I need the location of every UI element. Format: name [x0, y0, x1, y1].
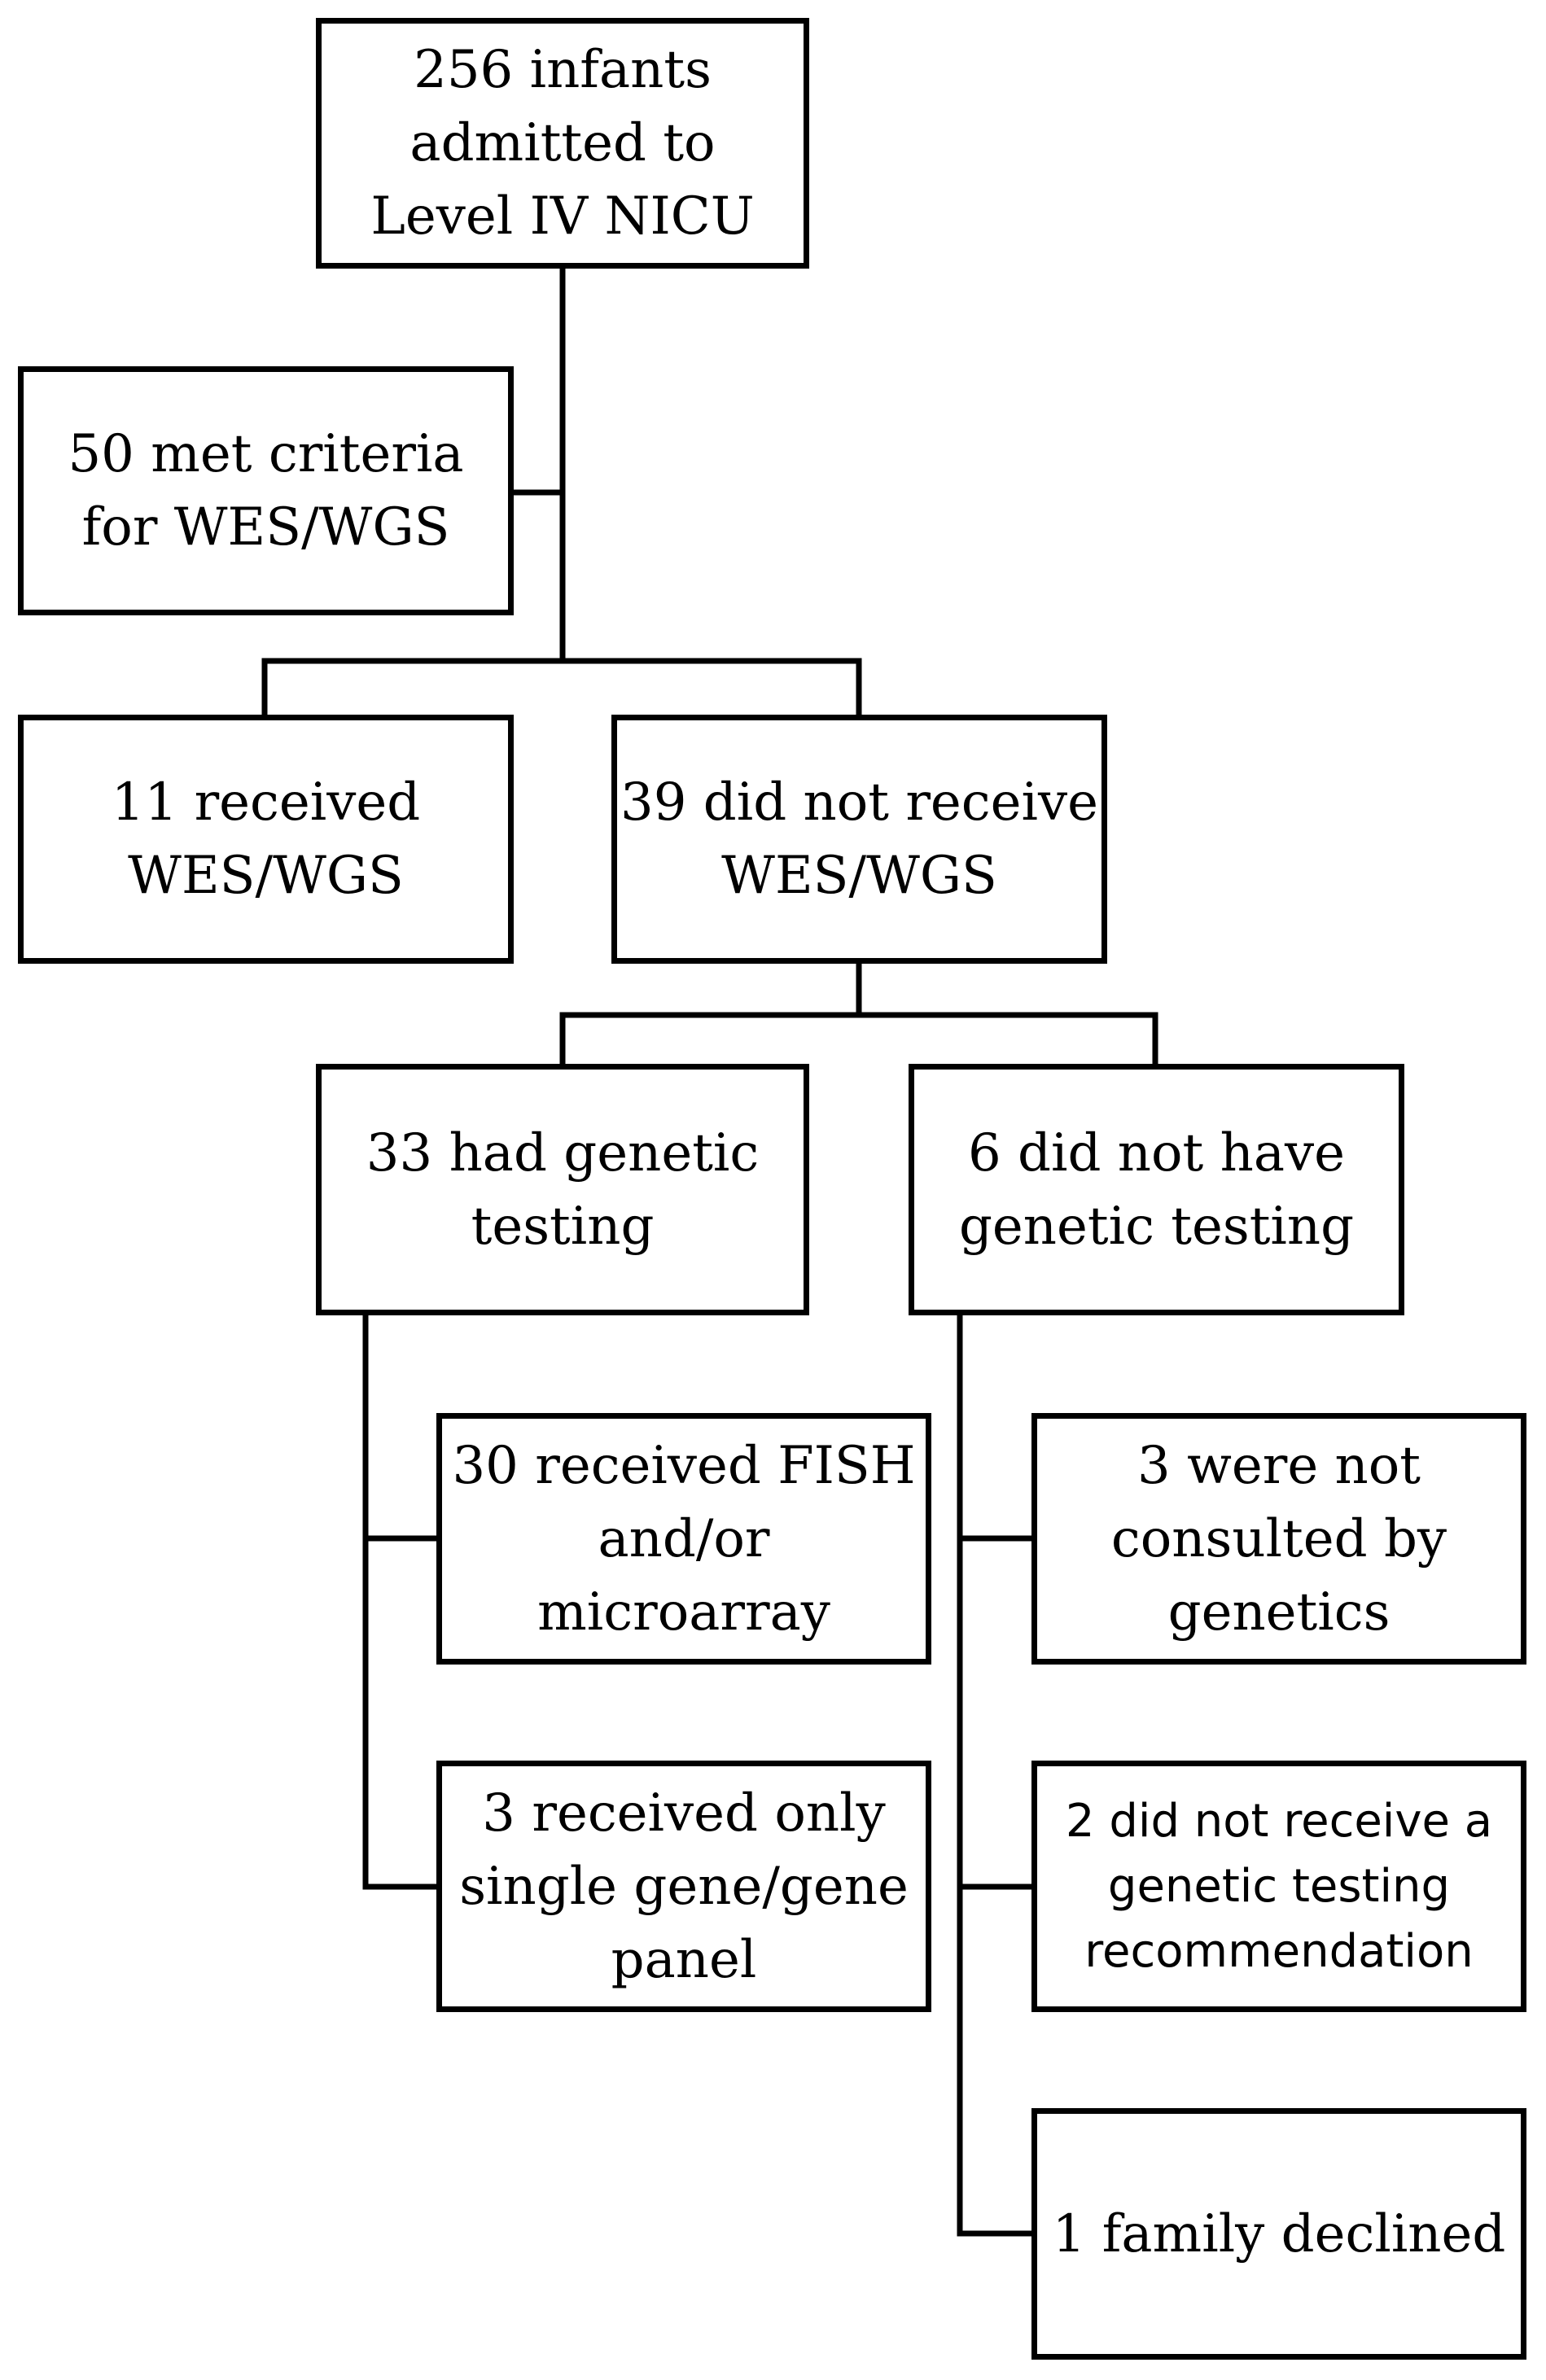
node-met-criteria-label: 50 met criteria for WES/WGS: [68, 424, 464, 558]
node-did-not-receive: 39 did not receive WES/WGS: [611, 715, 1107, 964]
node-no-testing-label: 6 did not have genetic testing: [958, 1122, 1355, 1257]
node-single-gene: 3 received only single gene/gene panel: [436, 1761, 931, 2012]
node-received-label: 11 received WES/WGS: [111, 772, 421, 906]
node-not-consulted-label: 3 were not consulted by genetics: [1110, 1435, 1447, 1643]
node-no-recommendation: 2 did not receive a genetic testing reco…: [1031, 1761, 1526, 2012]
connector-no-testing-children: [957, 1309, 1037, 2237]
node-received: 11 received WES/WGS: [18, 715, 514, 964]
connector-did-not-receive-split: [559, 957, 1158, 1070]
node-no-testing: 6 did not have genetic testing: [909, 1064, 1404, 1315]
node-not-consulted: 3 were not consulted by genetics: [1031, 1413, 1526, 1665]
node-single-gene-label: 3 received only single gene/gene panel: [459, 1783, 909, 1990]
node-had-testing: 33 had genetic testing: [316, 1064, 809, 1315]
node-admitted: 256 infants admitted to Level IV NICU: [316, 18, 809, 269]
node-fish-microarray: 30 received FISH and/or microarray: [436, 1413, 931, 1665]
connector-admitted-to-met-criteria: [508, 261, 566, 496]
node-fish-microarray-label: 30 received FISH and/or microarray: [452, 1435, 916, 1643]
node-did-not-receive-label: 39 did not receive WES/WGS: [620, 772, 1099, 906]
node-admitted-label: 256 infants admitted to Level IV NICU: [370, 40, 755, 247]
node-met-criteria: 50 met criteria for WES/WGS: [18, 366, 514, 615]
node-had-testing-label: 33 had genetic testing: [366, 1122, 760, 1257]
node-no-recommendation-label: 2 did not receive a genetic testing reco…: [1065, 1794, 1493, 1978]
node-family-declined: 1 family declined: [1031, 2108, 1526, 2360]
connector-had-testing-children: [362, 1309, 442, 1890]
connector-met-criteria-to-split: [261, 489, 862, 720]
node-family-declined-label: 1 family declined: [1052, 2203, 1506, 2264]
